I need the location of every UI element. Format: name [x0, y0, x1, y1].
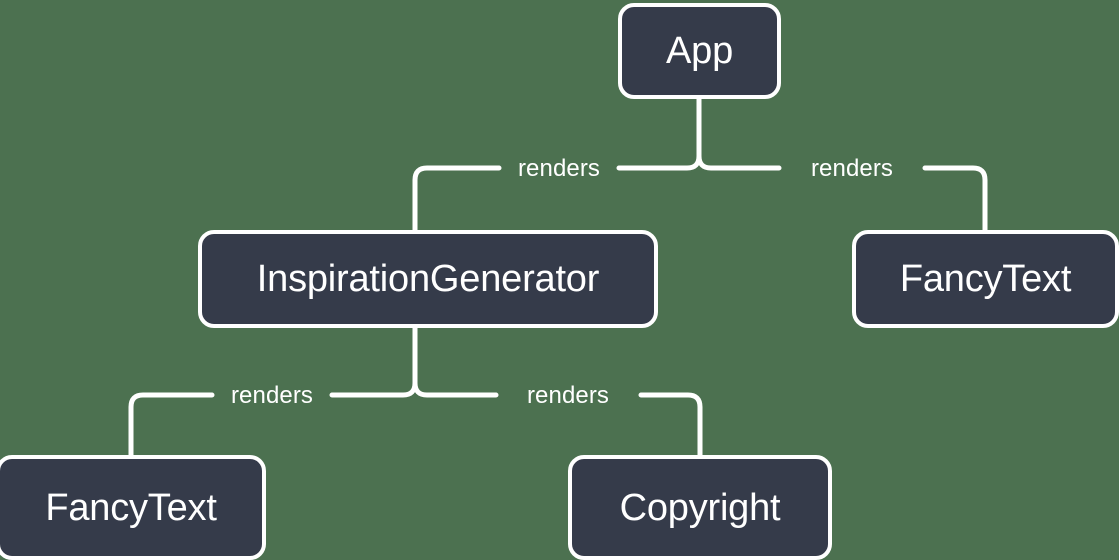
edge-label-inspiration-generator-to-fancytext-bottom: renders — [230, 382, 314, 409]
edge-path-stem-app-right — [696, 96, 782, 171]
node-fancytext-right[interactable]: FancyText — [852, 230, 1119, 328]
edge-path-stem-app — [616, 96, 702, 171]
node-fancytext-bottom[interactable]: FancyText — [0, 455, 266, 560]
edge-path-branch-to-fancytext-bottom — [128, 392, 215, 458]
edge-paths — [128, 96, 988, 458]
edge-path-branch-to-fancytext-right — [922, 165, 988, 233]
node-copyright[interactable]: Copyright — [568, 455, 832, 560]
node-fancytext-bottom-label: FancyText — [45, 486, 217, 529]
edge-label-app-to-fancytext-right: renders — [810, 155, 894, 182]
edge-path-stem-inspiration — [329, 325, 418, 398]
node-inspiration-generator-label: InspirationGenerator — [256, 258, 600, 300]
node-app[interactable]: App — [618, 3, 781, 99]
node-app-label: App — [665, 30, 733, 72]
edge-label-app-to-inspiration-generator: renders — [517, 155, 601, 182]
node-copyright-label: Copyright — [619, 486, 781, 529]
edge-path-stem-inspiration-right — [412, 325, 499, 398]
edge-label-inspiration-generator-to-copyright: renders — [526, 382, 610, 409]
edge-path-branch-to-inspiration — [412, 165, 502, 233]
node-inspiration-generator[interactable]: InspirationGenerator — [198, 230, 658, 328]
edge-path-branch-to-copyright — [638, 392, 703, 458]
node-fancytext-right-label: FancyText — [899, 258, 1072, 300]
